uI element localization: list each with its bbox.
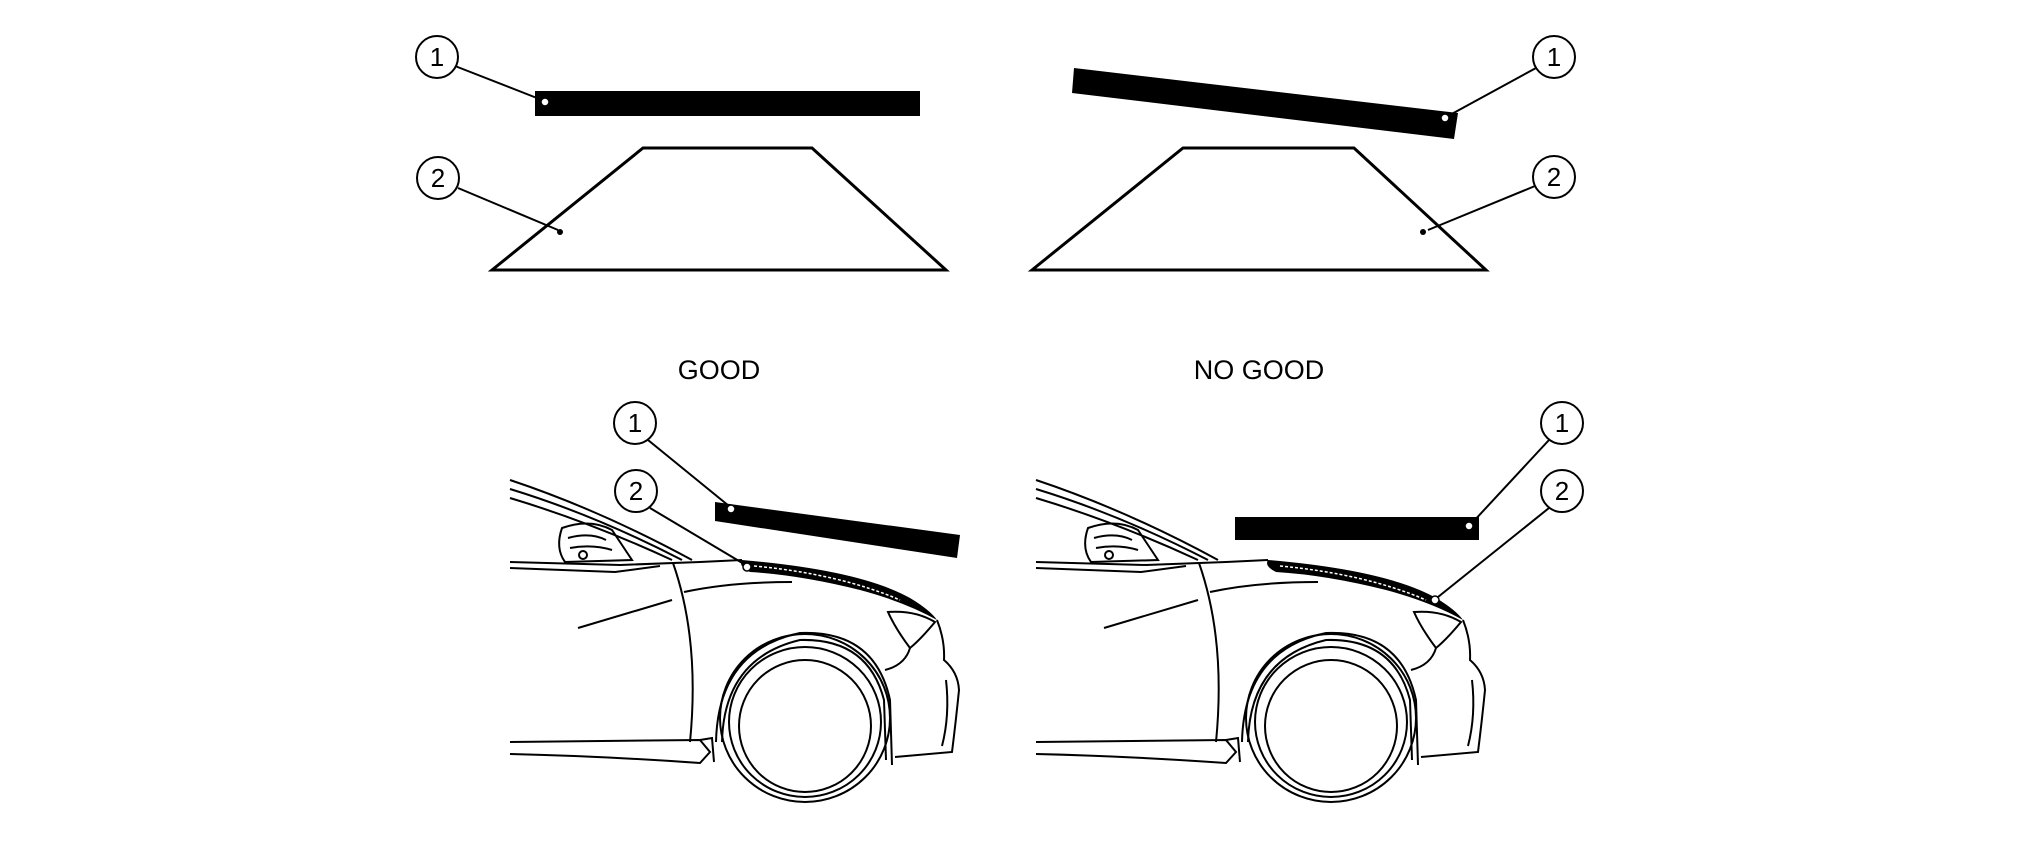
hood-bar-tilted	[1072, 68, 1458, 139]
no-good-car-illustration: 1 2	[1035, 401, 1584, 803]
hood-bar	[715, 502, 960, 558]
good-seal-diagram: 1 2	[415, 35, 950, 272]
seal-trapezoid	[487, 146, 950, 272]
good-car-illustration: 1 2	[509, 401, 960, 803]
svg-text:2: 2	[431, 163, 445, 193]
no-good-caption: NO GOOD	[1194, 355, 1325, 385]
callout-1: 1	[613, 401, 657, 445]
hood-bar	[1235, 517, 1479, 540]
hood-bar	[535, 91, 920, 116]
good-caption: GOOD	[678, 355, 761, 385]
callout-1: 1	[1540, 401, 1584, 445]
svg-text:2: 2	[1547, 162, 1561, 192]
svg-text:2: 2	[1555, 476, 1569, 506]
svg-text:1: 1	[1547, 42, 1561, 72]
callout-1: 1	[1532, 35, 1576, 79]
svg-text:1: 1	[430, 42, 444, 72]
svg-text:1: 1	[628, 408, 642, 438]
callout-1: 1	[415, 35, 459, 79]
callout-2: 2	[1532, 155, 1576, 199]
svg-text:2: 2	[629, 476, 643, 506]
svg-text:1: 1	[1555, 408, 1569, 438]
callout-2: 2	[416, 156, 460, 200]
callout-2: 2	[614, 469, 658, 513]
seal-trapezoid	[1027, 146, 1490, 272]
callout-2: 2	[1540, 469, 1584, 513]
no-good-seal-diagram: 1 2	[1027, 35, 1576, 272]
